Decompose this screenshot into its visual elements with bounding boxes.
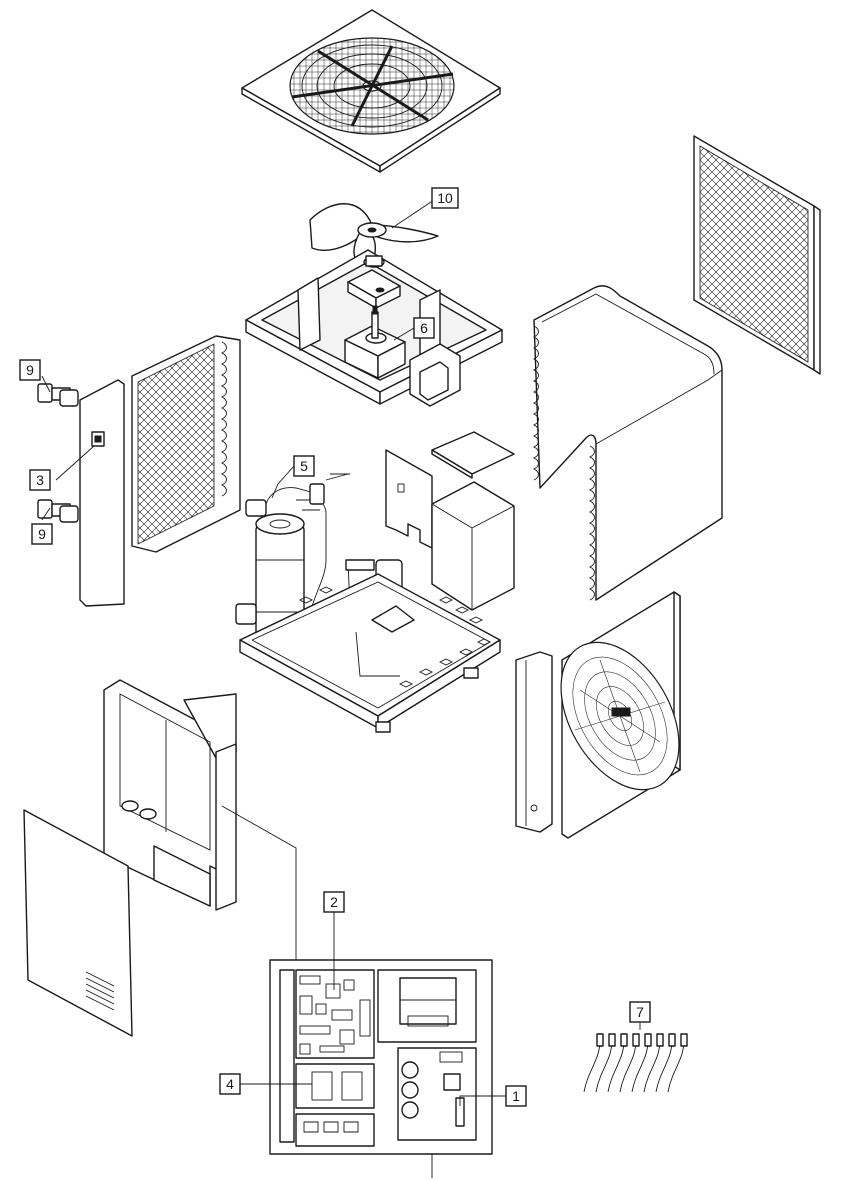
callout-4-label: 4 [226, 1076, 234, 1092]
callout-3-label: 3 [36, 472, 44, 488]
base-tray-holes [298, 586, 492, 688]
coil-fins-left [532, 325, 539, 481]
cover-vent-slots [85, 971, 115, 1011]
fan-motor [344, 305, 406, 379]
callout-9-top-label: 9 [26, 362, 34, 378]
water-outlet-fitting [37, 499, 79, 523]
base-tray [239, 573, 501, 733]
evaporator-coil [532, 285, 723, 601]
left-side-panel [79, 379, 125, 607]
partition-box [431, 481, 515, 611]
front-fan-panel [560, 591, 681, 839]
coil-fins-front [588, 445, 595, 601]
callout-5-label: 5 [300, 458, 308, 474]
fan-guard-grille [289, 37, 455, 135]
electrical-panel [269, 959, 493, 1155]
callout-2-label: 2 [330, 894, 338, 910]
callout-6: 6 [413, 317, 435, 339]
callout-9-bottom-label: 9 [38, 526, 46, 542]
left-coil-grille [131, 335, 241, 553]
front-corner-post [515, 651, 553, 833]
contactor-board [295, 1063, 375, 1109]
rear-grille-panel [693, 135, 821, 375]
front-service-cover [23, 809, 133, 1037]
callout-6-label: 6 [420, 320, 428, 336]
service-bracket [385, 449, 433, 549]
callout-10: 10 [431, 187, 459, 209]
callout-5: 5 [293, 455, 315, 477]
callout-4: 4 [219, 1073, 241, 1095]
leader-lines [41, 199, 641, 1178]
temperature-sensors [583, 1033, 688, 1093]
top-cover [241, 9, 501, 173]
callout-3: 3 [29, 469, 51, 491]
callout-7: 7 [629, 1001, 651, 1023]
callout-1: 1 [505, 1085, 527, 1107]
callout-2: 2 [323, 891, 345, 913]
callout-1-label: 1 [512, 1088, 520, 1104]
partition-top-plate [431, 431, 515, 479]
callout-9-bottom: 9 [31, 523, 53, 545]
callout-10-label: 10 [437, 190, 453, 206]
callout-9-top: 9 [19, 359, 41, 381]
terminal-block [295, 1113, 375, 1147]
water-inlet-fitting [37, 383, 79, 407]
brand-logo-badge [611, 707, 631, 717]
callout-7-label: 7 [636, 1004, 644, 1020]
pcb-components [299, 975, 371, 1055]
